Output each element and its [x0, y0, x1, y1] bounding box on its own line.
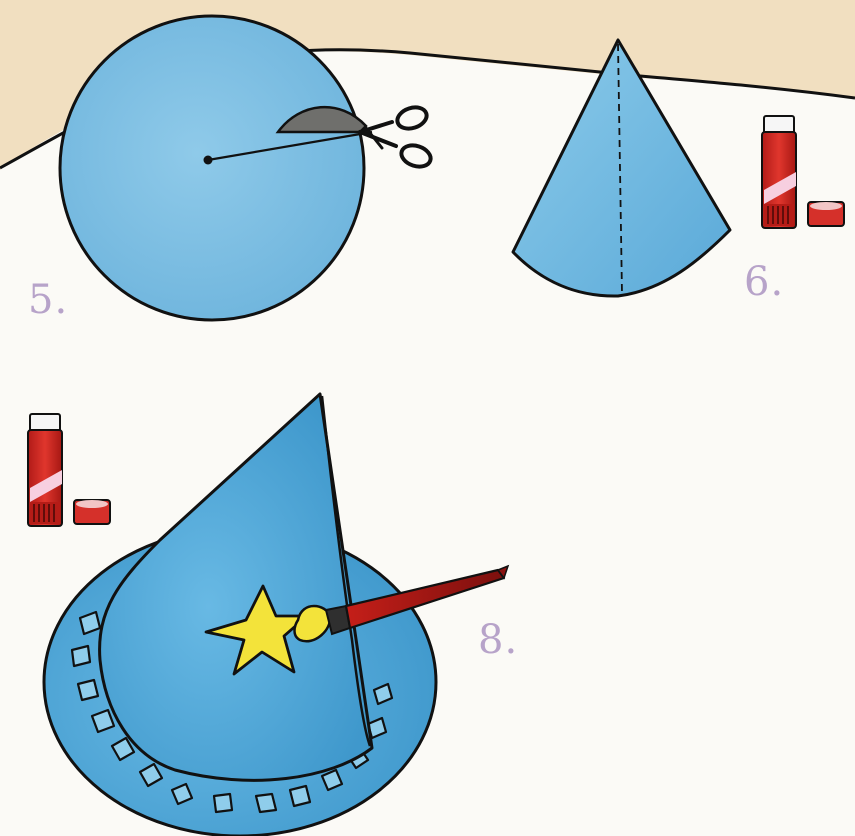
- step-label-5: 5.: [28, 277, 69, 323]
- step5-paper-circle: [58, 14, 373, 322]
- cut-wedge: [275, 105, 368, 134]
- step8-hat-cone: [98, 392, 374, 782]
- star-icon: [204, 584, 309, 676]
- paintbrush-icon: [293, 564, 510, 643]
- scissors-icon: [358, 105, 433, 169]
- glue-stick-icon-2: [27, 413, 63, 527]
- step6-cone: [511, 38, 732, 298]
- glue-stick-icon: [761, 115, 797, 229]
- cut-line: [207, 130, 373, 162]
- cone-seam: [617, 43, 623, 295]
- glue-cap-icon: [807, 201, 845, 227]
- glue-cap-icon-2: [73, 499, 111, 525]
- center-dot: [203, 155, 213, 165]
- step-label-8: 8.: [478, 617, 519, 663]
- step-label-6: 6.: [744, 259, 785, 305]
